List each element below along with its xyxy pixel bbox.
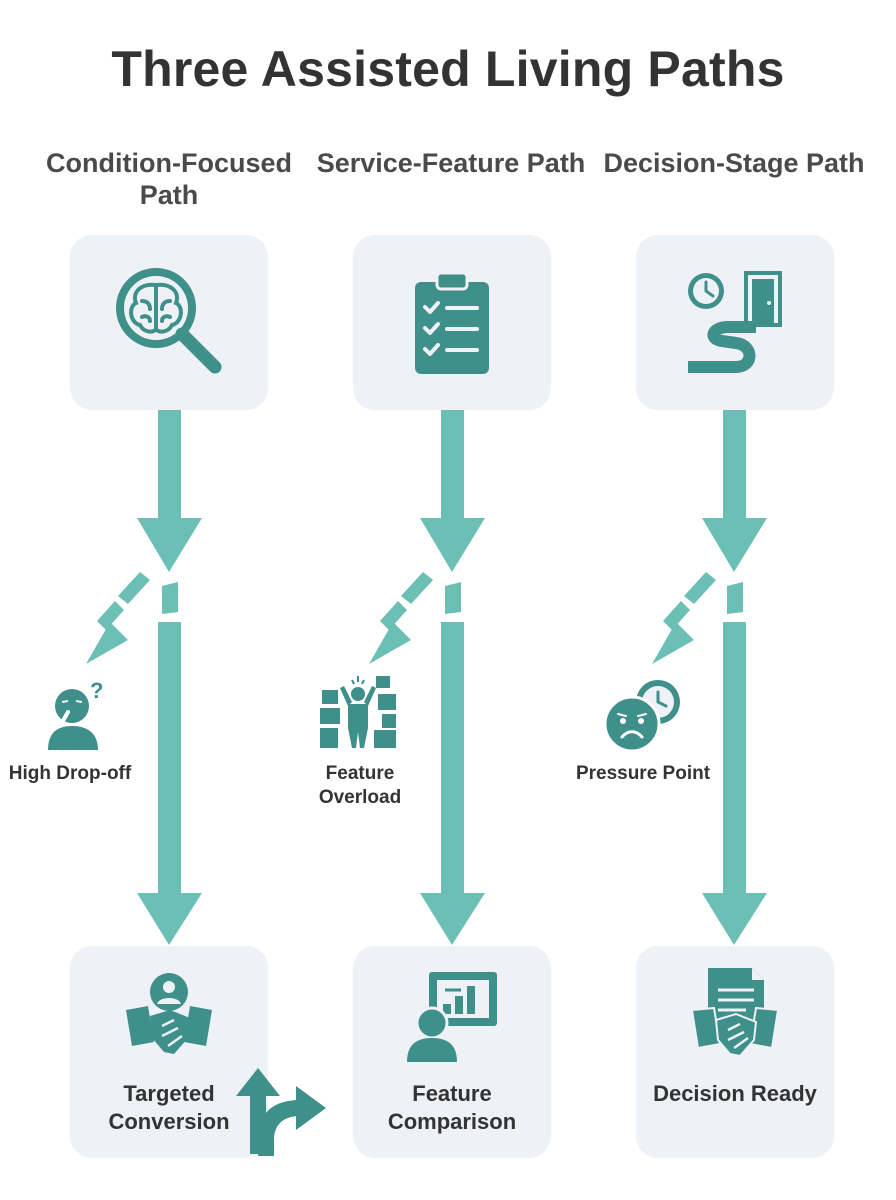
start-box-condition: [70, 235, 268, 410]
flow-arrow-decision-top: [702, 410, 767, 572]
broken-dropoff-arrow-service: [369, 572, 461, 664]
outcome-label-condition: Targeted Conversion: [108, 1081, 230, 1134]
document-handshake-icon: [690, 968, 780, 1058]
confused-person-icon: ?: [48, 678, 103, 750]
clipboard-checklist-icon: [415, 271, 489, 374]
dropoff-label-service: Feature Overload: [318, 763, 402, 808]
clock-road-door-icon: [688, 271, 782, 373]
brain-magnifier-icon: [116, 268, 222, 374]
svg-text:?: ?: [90, 678, 103, 703]
start-box-service: [353, 235, 551, 410]
flow-arrow-condition-top: [137, 410, 202, 572]
broken-dropoff-arrow-decision: [652, 572, 743, 664]
presentation-chart-icon: [407, 972, 497, 1062]
flow-arrow-decision-bottom: [702, 622, 767, 945]
page-title: Three Assisted Living Paths: [111, 41, 785, 97]
dropoff-label-decision: Pressure Point: [575, 763, 711, 784]
worried-face-clock-icon: [603, 680, 680, 753]
flow-arrow-condition-bottom: [137, 622, 202, 945]
path-title-service: Service-Feature Path: [316, 148, 586, 178]
end-box-service: Feature Comparison: [353, 946, 551, 1158]
flow-arrow-service-bottom: [420, 622, 485, 945]
broken-dropoff-arrow-condition: [86, 572, 178, 664]
path-title-decision: Decision-Stage Path: [603, 148, 865, 178]
outcome-label-service: Feature Comparison: [387, 1081, 517, 1134]
dropoff-label-condition: High Drop-off: [8, 763, 132, 784]
start-box-decision: [636, 235, 834, 410]
end-box-decision: Decision Ready: [636, 946, 834, 1158]
outcome-label-decision: Decision Ready: [653, 1081, 817, 1106]
flow-arrow-service-top: [420, 410, 485, 572]
handshake-user-icon: [126, 973, 212, 1054]
path-title-condition: Condition-Focused Path: [46, 148, 292, 210]
person-boxes-icon: [320, 676, 396, 748]
end-box-condition: Targeted Conversion: [70, 946, 268, 1158]
